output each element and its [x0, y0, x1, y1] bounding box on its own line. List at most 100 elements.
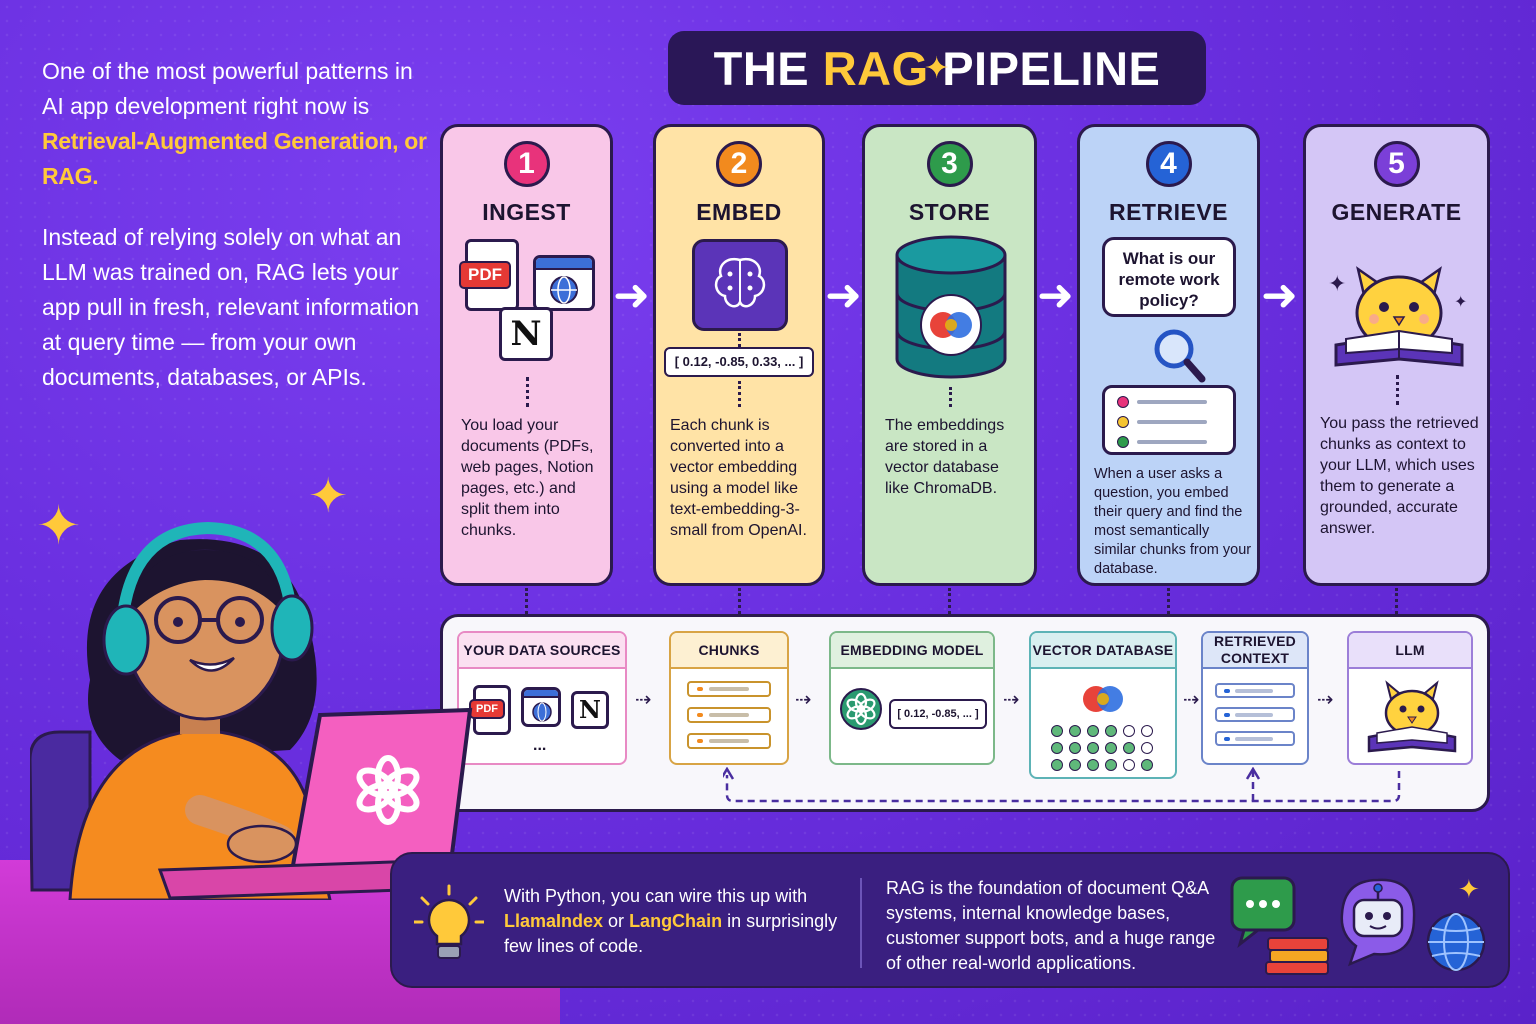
step-card-store: 3 STORE The embeddings are stored in a v… — [862, 124, 1037, 586]
result-row — [1117, 436, 1207, 448]
page-title: ✦ THE RAG PIPELINE ✦ — [668, 31, 1206, 105]
footer-divider — [860, 878, 862, 968]
feedback-loop-arrow — [723, 767, 1401, 803]
web-page-icon — [521, 687, 561, 727]
intro-text-part: One of the most powerful patterns in AI … — [42, 58, 413, 119]
flow-box-title: CHUNKS — [671, 633, 787, 669]
footer-right-text: RAG is the foundation of document Q&A sy… — [886, 878, 1216, 973]
svg-text:✦: ✦ — [1458, 874, 1480, 904]
web-page-icon — [533, 255, 595, 311]
step-card-ingest: 1 INGEST PDF N You load your documents (… — [440, 124, 613, 586]
vector-embedding-box: [ 0.12, -0.85, 0.33, ... ] — [664, 347, 814, 377]
search-results-list — [1102, 385, 1236, 455]
footer-panel: With Python, you can wire this up with L… — [390, 852, 1510, 988]
flow-box-title: LLM — [1349, 633, 1471, 669]
openai-logo-icon — [840, 688, 882, 730]
step-description: Each chunk is converted into a vector em… — [670, 417, 807, 539]
arrow-right-icon: ⇢ — [795, 689, 812, 711]
dotted-connector — [1167, 588, 1170, 614]
step-number: 2 — [716, 141, 762, 187]
footer-text-part: or — [603, 911, 630, 931]
chat-bubble-icon — [1230, 876, 1296, 949]
more-ellipsis: ... — [533, 737, 547, 754]
step-title: INGEST — [482, 199, 571, 225]
step-number: 1 — [503, 141, 550, 187]
intro-paragraph-1: One of the most powerful patterns in AI … — [42, 54, 432, 194]
intro-text: One of the most powerful patterns in AI … — [42, 54, 432, 395]
rag-highlight: Retrieval-Augmented Generation, or RAG — [42, 128, 427, 189]
globe-icon — [550, 276, 578, 304]
dotted-connector — [738, 588, 741, 614]
result-row — [1117, 396, 1207, 408]
flow-box-title: YOUR DATA SOURCES — [459, 633, 625, 669]
step-number: 5 — [1373, 141, 1420, 187]
globe-icon — [532, 702, 552, 722]
llm-mascot-reading-icon: ✦ ✦ — [1328, 266, 1467, 367]
chunk-item — [687, 733, 771, 749]
step-title: STORE — [908, 199, 991, 225]
llm-mascot-icon — [1367, 680, 1457, 753]
arrow-right-icon: ⇢ — [1003, 689, 1020, 711]
step-card-generate: 5 GENERATE ✦ ✦ You pass the retrieved ch… — [1303, 124, 1490, 586]
pdf-icon: PDF — [469, 699, 505, 719]
dotted-connector — [948, 588, 951, 614]
brain-icon — [714, 257, 766, 308]
globe-icon: ✦ — [1426, 874, 1486, 972]
sparkle-icon: ✦ — [308, 470, 349, 523]
step-title: RETRIEVE — [1108, 199, 1229, 225]
arrow-right-icon: ➜ — [1261, 271, 1298, 320]
step-description: The embeddings are stored in a vector da… — [885, 417, 1005, 497]
intro-period: . — [92, 163, 99, 189]
intro-paragraph-2: Instead of relying solely on what an LLM… — [42, 224, 420, 390]
arrow-right-icon: ➜ — [613, 271, 650, 320]
result-row — [1117, 416, 1207, 428]
footer-left-text: With Python, you can wire this up with L… — [504, 884, 844, 959]
arrow-right-icon: ➜ — [825, 271, 862, 320]
chunk-item — [687, 707, 771, 723]
step-card-embed: 2 EMBED [ 0.12, -0.85, 0.33, ... ] Each … — [653, 124, 825, 586]
pdf-icon: PDF — [459, 261, 511, 289]
embedding-dots-grid — [1051, 725, 1153, 771]
step-description: You load your documents (PDFs, web pages… — [461, 417, 594, 539]
dotted-connector — [525, 588, 528, 614]
flow-box-llm: LLM — [1347, 631, 1473, 765]
query-speech-bubble: What is our remote work policy? — [1102, 237, 1236, 317]
developer-illustration — [30, 521, 473, 900]
flow-box-vector-database: VECTOR DATABASE — [1029, 631, 1177, 779]
footer-text-part: With Python, you can wire this up with — [504, 886, 808, 906]
lightbulb-icon — [414, 884, 484, 959]
dotted-connector — [1395, 375, 1399, 405]
step-description: You pass the retrieved chunks as context… — [1320, 415, 1479, 537]
title-text: THE RAG PIPELINE — [714, 41, 1161, 96]
applications-icons: ✦ — [1230, 874, 1486, 975]
dotted-connector — [738, 381, 741, 407]
step-title: EMBED — [696, 199, 782, 225]
step-description: When a user asks a question, you embed t… — [1094, 466, 1252, 577]
title-suffix: PIPELINE — [928, 41, 1161, 95]
step-card-retrieve: 4 RETRIEVE What is our remote work polic… — [1077, 124, 1260, 586]
arrow-right-icon: ⇢ — [1317, 689, 1334, 711]
context-item — [1215, 731, 1295, 746]
footer-text-part: in surprisingly few lines of code. — [504, 911, 838, 956]
neural-chip-icon — [692, 239, 788, 331]
langchain-highlight: LangChain — [629, 911, 723, 931]
title-prefix: THE — [713, 41, 823, 95]
flow-box-embedding-model: EMBEDDING MODEL [ 0.12, -0.85, ... ] — [829, 631, 995, 765]
notion-icon: N — [571, 691, 609, 729]
books-icon — [1265, 937, 1329, 975]
step-number: 3 — [926, 141, 973, 187]
sparkle-icon: ✦ — [924, 51, 950, 85]
database-icon — [895, 235, 1007, 379]
robot-icon — [1340, 878, 1416, 967]
flow-box-data-sources: YOUR DATA SOURCES PDF N ... — [457, 631, 627, 765]
llamaindex-highlight: LlamaIndex — [504, 911, 604, 931]
arrow-right-icon: ⇢ — [1183, 689, 1200, 711]
svg-text:✦: ✦ — [1454, 294, 1467, 311]
context-item — [1215, 683, 1295, 698]
pipeline-flow-panel: YOUR DATA SOURCES PDF N ... ⇢ CHUNKS ⇢ E… — [440, 614, 1490, 812]
svg-text:✦: ✦ — [1328, 271, 1346, 296]
title-highlight: RAG — [822, 41, 929, 95]
arrow-right-icon: ⇢ — [635, 689, 652, 711]
step-number: 4 — [1145, 141, 1192, 187]
context-item — [1215, 707, 1295, 722]
